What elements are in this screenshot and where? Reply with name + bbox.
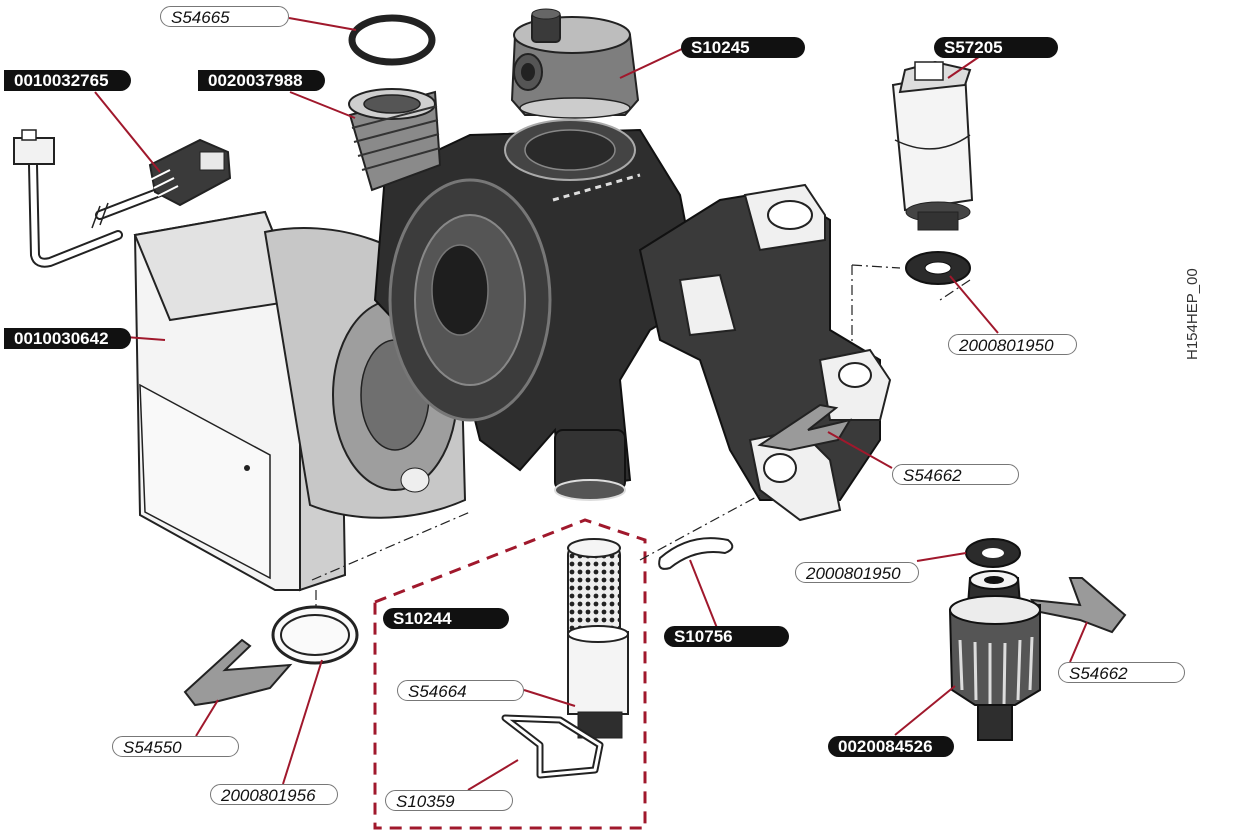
label-0020084526: 0020084526 [828,736,954,757]
label-s54664: S54664 [397,680,524,701]
threaded-inlet [348,88,442,192]
pump-body [373,119,892,522]
pump-cable [13,129,232,268]
air-vent [510,8,640,119]
label-2000801956: 2000801956 [210,784,338,805]
label-s10244: S10244 [383,608,509,629]
clip-s54662-right [1029,577,1127,634]
label-s10756: S10756 [664,626,789,647]
bypass-valve [948,538,1041,741]
label-s54662-right: S54662 [1058,662,1185,683]
label-s10359: S10359 [385,790,513,811]
clip-s54662-middle [757,403,853,452]
pump-o-ring [271,605,359,665]
label-s57205: S57205 [934,37,1058,58]
document-reference: H154HEP_00 [1184,268,1201,360]
label-0020037988: 0020037988 [198,70,325,91]
label-2000801950-bottom: 2000801950 [795,562,919,583]
filter-assembly [501,538,629,779]
label-s10245: S10245 [681,37,805,58]
label-0010032765: 0010032765 [4,70,131,91]
pressure-sensor [891,60,974,231]
sensor-washer [905,251,971,285]
o-ring-top [348,14,436,66]
label-2000801950-top: 2000801950 [948,334,1077,355]
hose-ring [658,537,734,570]
label-s54662-middle: S54662 [892,464,1019,485]
filter-group-frame [373,518,647,830]
label-s54665: S54665 [160,6,289,27]
label-0010030642: 0010030642 [4,328,131,349]
clip-s54550 [183,638,293,707]
alignment-lines [311,264,971,608]
label-s54550: S54550 [112,736,239,757]
